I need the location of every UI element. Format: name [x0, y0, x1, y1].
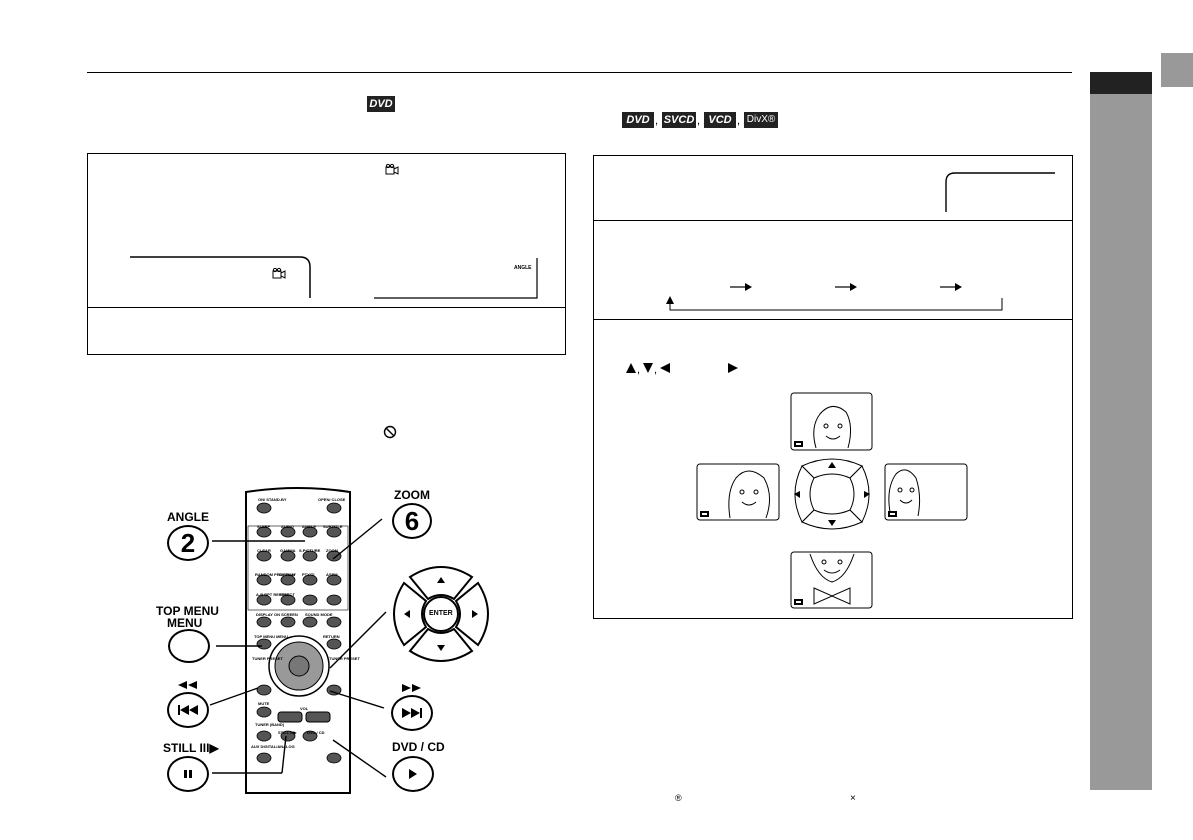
face-bottom	[809, 553, 855, 605]
remote-key-label: SLEEP	[257, 524, 271, 529]
angle-button-number: 2	[180, 527, 196, 558]
dvd-cd-label: DVD / CD	[392, 740, 445, 754]
header-rule	[87, 72, 1072, 73]
menu-label: MENU	[167, 616, 203, 630]
remote-key-label: ZOOM	[326, 548, 338, 553]
dvd-cd-button[interactable]	[392, 756, 434, 792]
remote-key-label: S.PICTURE	[299, 548, 321, 553]
angle-button[interactable]: 2	[167, 525, 209, 561]
remote-key-label: RANDOM PROGRAM	[255, 572, 295, 577]
step-divider	[87, 307, 566, 308]
remote-key-label: TUNER (BAND)	[255, 722, 285, 727]
angle-mark: ANGLE	[514, 265, 532, 271]
skip-forward-button[interactable]	[391, 695, 433, 731]
language-tab	[1161, 53, 1193, 87]
remote-key-label: TUNER PRESET	[329, 656, 360, 661]
dvd-badge-left: DVD	[367, 96, 395, 112]
times-mark: ×	[850, 793, 856, 804]
top-menu-label: TOP MENU	[156, 604, 219, 618]
skip-forward-icon	[402, 708, 422, 718]
still-label: STILL III▶	[163, 741, 219, 755]
remote-key-label: TOP MENU MENU	[254, 634, 288, 639]
remote-key-label: SOUND MODE	[305, 612, 333, 617]
zoom-pan-illustration	[696, 392, 968, 609]
remote-key-label: DISPLAY	[279, 572, 296, 577]
prohibited-icon	[383, 425, 397, 439]
vcd-badge: VCD	[704, 112, 736, 128]
face-top	[813, 406, 852, 449]
remote-key-label: DIRECT	[280, 592, 295, 597]
remote-key-label: MUTE	[258, 701, 270, 706]
remote-key-label: DISPLAY ON SCREEN	[256, 612, 298, 617]
remote-key-label: A-B RPT REPEAT	[256, 592, 290, 597]
remote-key-label: SUBTITLE	[323, 524, 343, 529]
remote-key-label: ANGLE	[302, 524, 316, 529]
remote-key-label: CLEAR	[257, 548, 271, 553]
svcd-badge: SVCD	[662, 112, 696, 128]
play-icon	[409, 769, 417, 779]
camera-icon	[385, 163, 399, 175]
remote-key-label: ON/ STAND-BY	[258, 497, 287, 502]
step-divider	[593, 220, 1073, 221]
remote-key-label: RETURN	[323, 634, 340, 639]
pause-icon	[184, 770, 192, 778]
skip-back-icon	[178, 705, 198, 715]
comma: ,	[737, 115, 741, 127]
center-direction-pad	[794, 458, 870, 530]
top-menu-button[interactable]	[168, 629, 210, 663]
direction-pad[interactable]	[382, 555, 500, 673]
face-right	[888, 469, 921, 517]
remote-key-label: OPEN/ CLOSE	[318, 497, 346, 502]
zoom-button[interactable]: 6	[392, 503, 432, 539]
zoom-screen-frame	[945, 172, 1055, 212]
divx-badge: DivX®	[744, 112, 778, 128]
angle-label: ANGLE	[167, 510, 209, 524]
remote-key-label: AUDIO	[281, 524, 294, 529]
section-tab-dark	[1090, 72, 1152, 94]
svg-text:,: ,	[654, 364, 657, 376]
angle-steps-box	[87, 153, 566, 355]
comma: ,	[655, 115, 659, 127]
face-left	[728, 470, 770, 519]
zoom-cycle-diagram	[666, 283, 1003, 311]
screen-frame-right	[374, 258, 538, 299]
dvd-badge: DVD	[622, 112, 654, 128]
remote-key-label: GAMMA	[280, 548, 296, 553]
step-divider	[593, 319, 1073, 320]
remote-key-label: STILL III▶	[278, 730, 297, 735]
registered-mark: ®	[675, 793, 682, 803]
screen-frame-left	[130, 256, 311, 298]
remote-key-label: PTY/TI	[302, 572, 315, 577]
still-button[interactable]	[167, 756, 209, 792]
zoom-label: ZOOM	[394, 488, 430, 502]
skip-back-button[interactable]	[167, 692, 209, 728]
direction-arrows: , ,	[626, 363, 738, 376]
remote-key-label: TUNER PRESET	[252, 656, 283, 661]
fast-forward-icon	[402, 684, 421, 692]
camera-icon	[272, 267, 286, 279]
remote-key-label: ASPM	[326, 572, 338, 577]
remote-key-label: DVD / CD	[307, 730, 325, 735]
zoom-steps-box	[593, 155, 1073, 619]
enter-label: ENTER	[429, 610, 453, 617]
remote-key-label: AUX DIGITAL/ANALOG	[251, 744, 295, 749]
remote-key-label: VOL	[300, 706, 309, 711]
comma: ,	[697, 115, 701, 127]
remote-control-illustration	[245, 487, 351, 794]
zoom-button-number: 6	[404, 505, 420, 536]
rewind-icon	[178, 681, 197, 689]
svg-text:,: ,	[637, 364, 640, 376]
section-tab	[1090, 94, 1152, 790]
